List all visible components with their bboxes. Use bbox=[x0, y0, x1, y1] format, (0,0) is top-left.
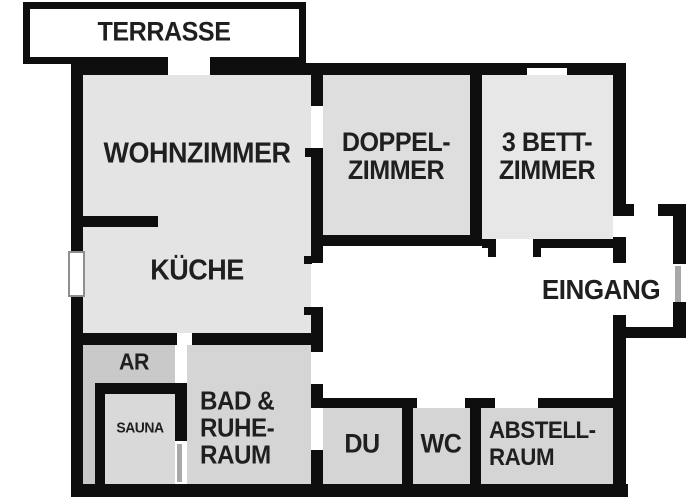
room-label-ar: AR bbox=[119, 348, 149, 375]
wall-segment bbox=[613, 237, 626, 263]
wall-segment bbox=[73, 63, 168, 75]
room-area-sauna bbox=[105, 394, 175, 484]
door-jamb bbox=[304, 256, 312, 264]
room-label-line: 3 BETT- bbox=[501, 127, 593, 157]
door-leaf bbox=[675, 266, 681, 302]
room-label-sauna: SAUNA bbox=[116, 419, 164, 437]
wall-segment bbox=[311, 63, 323, 106]
door-leaf bbox=[177, 444, 182, 482]
room-area-doppelzimmer bbox=[323, 75, 470, 235]
wall-segment bbox=[210, 63, 527, 75]
room-label-line: RAUM bbox=[200, 439, 271, 470]
room-label-line: BAD & bbox=[200, 385, 275, 416]
room-label-line: RAUM bbox=[489, 444, 555, 471]
wall-segment bbox=[71, 216, 158, 227]
wall-segment bbox=[311, 148, 323, 246]
room-label-line: ZIMMER bbox=[347, 155, 445, 185]
room-area-wc bbox=[413, 408, 470, 484]
wall-segment bbox=[71, 297, 83, 497]
wall-segment bbox=[613, 327, 686, 338]
wall-segment bbox=[538, 239, 613, 248]
window-symbol bbox=[527, 63, 570, 68]
room-label-line: DOPPEL- bbox=[341, 127, 451, 157]
wall-segment bbox=[71, 484, 628, 497]
terrace-door-opening bbox=[168, 50, 210, 74]
wall-segment bbox=[613, 204, 634, 216]
wall-segment bbox=[175, 383, 187, 441]
room-label-eingang: EINGANG bbox=[541, 274, 661, 305]
wall-segment bbox=[673, 204, 686, 264]
window-symbol bbox=[68, 251, 85, 297]
wall-segment bbox=[613, 63, 626, 207]
wall-segment bbox=[538, 398, 613, 408]
room-label-line: ABSTELL- bbox=[489, 417, 596, 444]
room-label-kueche: KÜCHE bbox=[150, 254, 244, 287]
wall-segment bbox=[71, 333, 177, 345]
room-area-abstellraum bbox=[481, 408, 613, 484]
wall-segment bbox=[311, 307, 323, 352]
wall-segment bbox=[95, 383, 187, 394]
wall-segment bbox=[470, 63, 482, 246]
room-label-dreibettzimmer: 3 BETT- ZIMMER bbox=[498, 127, 596, 185]
room-label-wc: WC bbox=[420, 428, 462, 459]
wall-segment bbox=[402, 398, 413, 484]
room-label-dusche: DU bbox=[344, 428, 380, 459]
door-jamb bbox=[304, 307, 312, 315]
room-label-wohnzimmer: WOHNZIMMER bbox=[103, 137, 291, 170]
room-label-doppelzimmer: DOPPEL- ZIMMER bbox=[341, 127, 451, 185]
wall-segment bbox=[613, 315, 626, 484]
room-area-dreibettzimmer bbox=[482, 75, 613, 239]
room-label-line: ZIMMER bbox=[498, 155, 596, 185]
wall-segment bbox=[567, 63, 626, 75]
wall-segment bbox=[482, 239, 492, 248]
terrace-box bbox=[23, 2, 306, 64]
door-jamb bbox=[488, 239, 496, 257]
room-area-bad-ruheraum bbox=[187, 345, 311, 484]
room-label-bad-ruheraum: BAD & RUHE- RAUM bbox=[200, 385, 275, 470]
room-label-abstellraum: ABSTELL- RAUM bbox=[489, 417, 596, 471]
room-label-terrasse: TERRASSE bbox=[97, 16, 231, 47]
wall-segment bbox=[311, 398, 417, 408]
wall-segment bbox=[311, 235, 470, 246]
wall-segment bbox=[71, 57, 83, 253]
wall-segment bbox=[311, 450, 323, 497]
wall-segment bbox=[192, 333, 323, 345]
room-label-line: RUHE- bbox=[200, 412, 275, 443]
wall-segment bbox=[470, 398, 481, 484]
door-jamb bbox=[533, 239, 541, 257]
wall-segment bbox=[95, 383, 105, 484]
room-area-wohnzimmer-kueche bbox=[83, 75, 311, 333]
wall-segment bbox=[311, 246, 323, 263]
room-area-dusche bbox=[323, 408, 402, 484]
